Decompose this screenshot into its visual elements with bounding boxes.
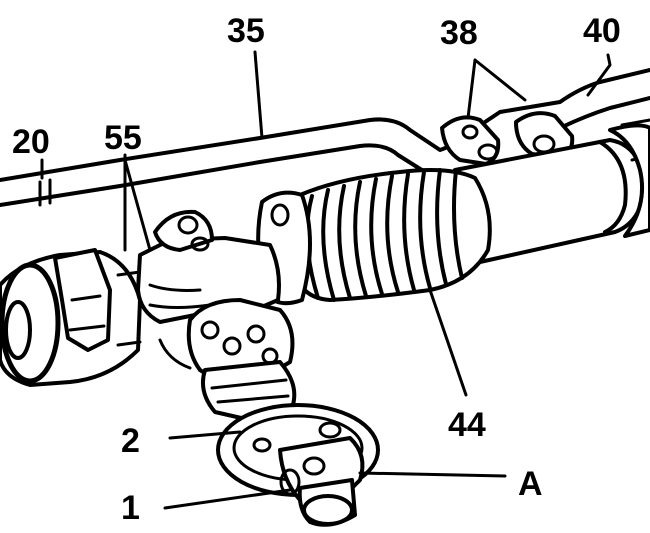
leader-lines: [40, 50, 612, 510]
callout-38: 38: [440, 14, 478, 52]
universal-joint-1: [278, 436, 365, 527]
rack-housing-tube: [453, 118, 650, 264]
rack-boot-44: [293, 168, 492, 302]
callout-20: 20: [12, 123, 50, 161]
rack-mount-20: [0, 248, 142, 387]
callout-1: 1: [121, 489, 140, 527]
callout-55: 55: [104, 119, 142, 157]
callout-2: 2: [121, 422, 140, 460]
callout-40: 40: [583, 12, 621, 50]
callout-35: 35: [227, 12, 265, 50]
callout-44: 44: [448, 406, 486, 444]
valve-body: [136, 209, 295, 384]
callout-A: A: [518, 465, 543, 503]
